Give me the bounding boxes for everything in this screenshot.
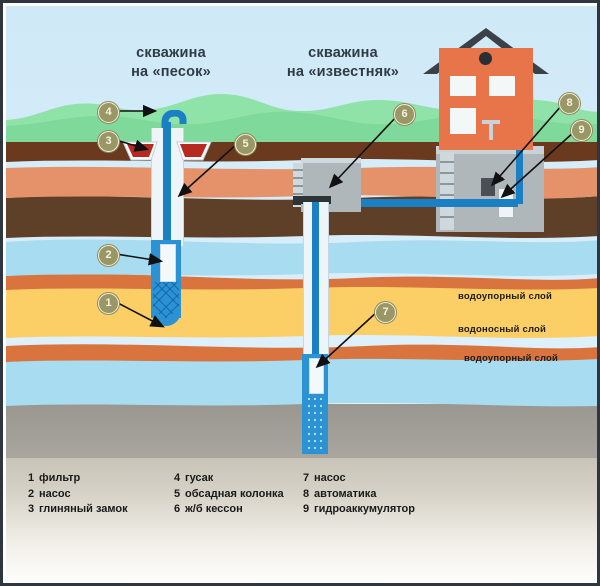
legend-column-1: 1 фильтр 2 насос 3 глиняный замок [28, 471, 128, 518]
legend-column-2: 4 гусак 5 обсадная колонка 6 ж/б кессон [174, 471, 284, 518]
callout-badge-5[interactable]: 5 [235, 134, 256, 155]
legend-label-2: насос [39, 487, 71, 500]
attic-window-icon [479, 52, 492, 65]
legend-item-4: 4 гусак [174, 471, 284, 487]
callout-badge-7[interactable]: 7 [375, 302, 396, 323]
house-roof [423, 28, 549, 74]
gooseneck [161, 110, 187, 144]
layer-deep-water [6, 349, 597, 407]
legend-num-7: 7 [303, 472, 310, 484]
main-supply-pipe [306, 199, 518, 207]
legend-label-7: насос [314, 472, 346, 484]
legend-num-2: 2 [28, 487, 35, 500]
limestone-well-screen [305, 394, 325, 452]
house-window-top-right [489, 76, 515, 96]
title-limestone-well-line1: скважина [308, 45, 378, 61]
legend-column-3: 7 насос 8 автоматика 9 гидроаккумулятор [303, 471, 415, 518]
legend-item-6: 6 ж/б кессон [174, 502, 284, 518]
filter-screen [153, 282, 179, 325]
callout-badge-2[interactable]: 2 [98, 245, 119, 266]
callout-badge-3[interactable]: 3 [98, 131, 119, 152]
legend-num-9: 9 [303, 503, 310, 515]
legend-label-8: автоматика [314, 487, 377, 500]
legend-item-8: 8 автоматика [303, 487, 415, 503]
legend-num-4: 4 [174, 472, 181, 484]
legend-item-5: 5 обсадная колонка [174, 487, 284, 503]
faucet-head [482, 120, 500, 124]
callout-badge-9[interactable]: 9 [571, 120, 592, 141]
caisson-wellhead [293, 196, 331, 205]
geo-caption-aquiclude-lower: водоупорный слой [464, 353, 559, 364]
title-limestone-well: скважина на «известняк» [268, 44, 418, 82]
callout-badge-6[interactable]: 6 [394, 104, 415, 125]
basement-ladder-icon [440, 152, 454, 230]
caisson-lower-skirt [301, 204, 361, 212]
legend-num-5: 5 [174, 487, 181, 500]
legend-num-1: 1 [28, 472, 35, 484]
caisson-top-rim [301, 158, 361, 164]
faucet-riser [489, 122, 493, 140]
geo-caption-aquiclude-upper: водоупорный слой [458, 291, 553, 302]
legend-item-2: 2 насос [28, 487, 128, 503]
legend-item-9: 9 гидроаккумулятор [303, 502, 415, 518]
legend-item-3: 3 глиняный замок [28, 502, 128, 518]
legend-num-3: 3 [28, 503, 35, 515]
sand-well-inner-pipe [163, 122, 171, 250]
diagram-scene: скважина на «песок» скважина на «известн… [6, 6, 597, 458]
house-window-top-left [450, 76, 476, 96]
legend-label-4: гусак [185, 472, 214, 484]
callout-leader-lines [115, 104, 575, 369]
limestone-well [302, 202, 336, 458]
legend-num-8: 8 [303, 487, 310, 500]
house-window-bottom-left [450, 108, 476, 134]
legend-item-1: 1 фильтр [28, 471, 128, 487]
legend-label-9: гидроаккумулятор [314, 503, 415, 515]
title-sand-well-line2: на «песок» [131, 64, 211, 80]
title-limestone-well-line2: на «известняк» [286, 64, 400, 80]
house [423, 28, 549, 150]
geo-caption-aquifer: водоносный слой [458, 324, 547, 335]
basement-top-rim [436, 146, 544, 154]
callout-badge-8[interactable]: 8 [559, 93, 580, 114]
callout-badge-1[interactable]: 1 [98, 293, 119, 314]
limestone-well-inner-pipe [312, 202, 319, 362]
legend-num-6: 6 [174, 503, 181, 515]
callout-badge-4[interactable]: 4 [98, 102, 119, 123]
legend-label-3: глиняный замок [39, 503, 128, 515]
legend-label-6: ж/б кессон [185, 503, 243, 515]
layer-aquiclude-lower [6, 344, 597, 362]
basement-riser-pipe [516, 142, 523, 204]
legend-item-7: 7 насос [303, 471, 415, 487]
title-sand-well: скважина на «песок» [116, 44, 226, 82]
layer-grass-strip [6, 136, 597, 142]
legend-label-5: обсадная колонка [185, 487, 284, 500]
layer-bedrock [6, 404, 597, 458]
title-sand-well-line1: скважина [136, 45, 206, 61]
legend-label-1: фильтр [39, 472, 81, 484]
